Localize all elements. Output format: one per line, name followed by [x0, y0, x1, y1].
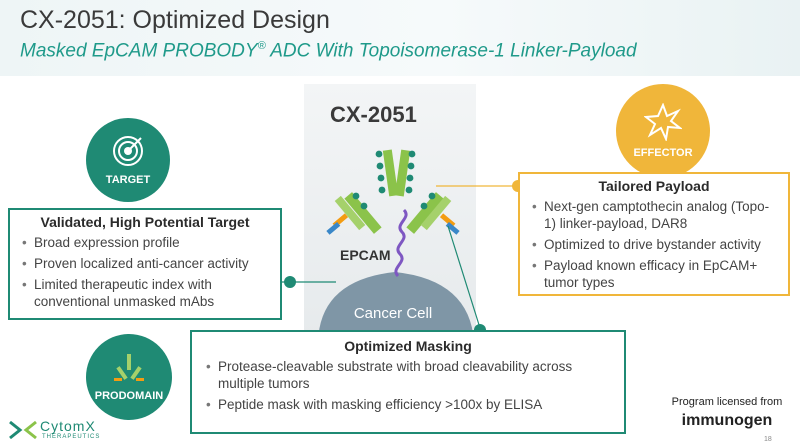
slide-header [0, 0, 800, 76]
list-item: Optimized to drive bystander activity [530, 236, 778, 253]
subtitle-main: Masked EpCAM PROBODY [20, 40, 258, 62]
target-badge: TARGET [86, 118, 170, 202]
slide-title: CX-2051: Optimized Design [20, 6, 330, 34]
antibody-icon [326, 149, 460, 235]
target-bullet-list: Broad expression profile Proven localize… [20, 234, 270, 310]
target-connector-dot [284, 276, 296, 288]
masked-antibody-icon [114, 354, 144, 381]
target-info-box: Validated, High Potential Target Broad e… [8, 208, 282, 320]
company-name: CytomX [40, 418, 96, 434]
list-item: Limited therapeutic index with conventio… [20, 276, 270, 310]
drug-label: CX-2051 [330, 102, 417, 127]
target-badge-label: TARGET [105, 174, 151, 186]
target-bullseye-icon [113, 136, 143, 166]
slide-subtitle: Masked EpCAM PROBODY® ADC With Topoisome… [20, 40, 637, 62]
list-item: Payload known efficacy in EpCAM+ tumor t… [530, 257, 778, 291]
masking-bullet-list: Protease-cleavable substrate with broad … [204, 358, 612, 413]
cytomx-logo-icon [9, 420, 37, 440]
masking-heading: Optimized Masking [344, 338, 472, 354]
masking-info-box: Optimized Masking Protease-cleavable sub… [190, 330, 626, 434]
list-item: Broad expression profile [20, 234, 270, 251]
masking-connector-line [447, 225, 481, 329]
prodomain-badge-label: PRODOMAIN [94, 390, 164, 402]
target-heading: Validated, High Potential Target [40, 214, 250, 230]
list-item: Peptide mask with masking efficiency >10… [204, 396, 612, 413]
company-subtitle: THERAPEUTICS [42, 434, 101, 440]
subtitle-rest: ADC With Topoisomerase-1 Linker-Payload [265, 40, 637, 62]
license-text: Program licensed from [671, 396, 783, 408]
page-number: 18 [764, 436, 772, 443]
list-item: Next-gen camptothecin analog (Topo-1) li… [530, 198, 778, 232]
antigen-label: EPCAM [340, 247, 391, 263]
effector-badge-label: EFFECTOR [633, 147, 693, 159]
payload-info-box: Tailored Payload Next-gen camptothecin a… [518, 172, 790, 296]
registered-mark: ® [257, 40, 266, 52]
payload-dots [352, 150, 436, 210]
epcam-antigen-icon [394, 208, 408, 278]
effector-badge: EFFECTOR [616, 84, 710, 178]
explosion-icon [644, 103, 682, 141]
payload-heading: Tailored Payload [598, 178, 710, 194]
licensor-logo: immunogen [681, 412, 773, 429]
list-item: Proven localized anti-cancer activity [20, 255, 270, 272]
cancer-cell-shape [318, 272, 474, 342]
payload-bullet-list: Next-gen camptothecin analog (Topo-1) li… [530, 198, 778, 291]
cancer-cell-label: Cancer Cell [353, 305, 433, 322]
list-item: Protease-cleavable substrate with broad … [204, 358, 612, 392]
prodomain-badge: PRODOMAIN [86, 334, 172, 420]
